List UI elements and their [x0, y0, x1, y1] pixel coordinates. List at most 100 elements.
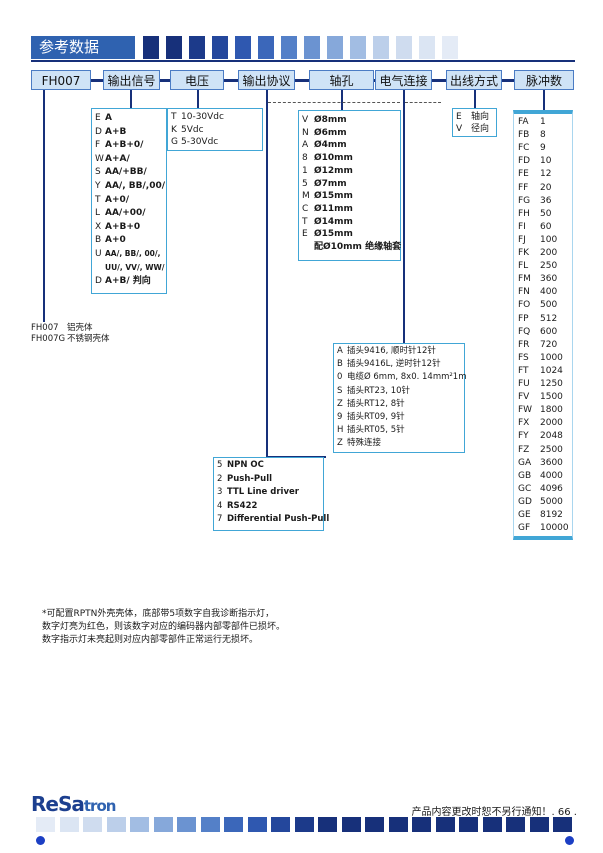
pulses-item: FT 1024 — [518, 365, 563, 377]
note-line-2: 数字灯亮为红色，则该数字对应的编码器内部零部件已损坏。 — [42, 622, 286, 632]
connector-voltage — [197, 90, 199, 108]
connection-desc: 电缆Ø 6mm, 8x0. 14mm²1m — [347, 372, 467, 383]
output_signal-desc: AA/+00/ — [105, 208, 146, 219]
code-link — [160, 79, 170, 82]
outlet-code: V — [456, 124, 463, 134]
output_signal-desc: A+A/ — [105, 153, 130, 164]
connection-desc: 特殊连接 — [347, 438, 382, 449]
pulses-code: FE — [518, 169, 529, 180]
pulses-code: GA — [518, 457, 532, 468]
output_signal-code: D — [95, 276, 102, 287]
outlet-desc: 径向 — [471, 124, 490, 134]
voltage-code: K — [171, 124, 177, 135]
shaft-code: N — [302, 127, 309, 138]
footer-square — [153, 817, 173, 832]
header-square — [235, 36, 251, 59]
output_signal-code: L — [95, 208, 101, 219]
housing-code: FH007G — [31, 334, 66, 344]
shaft-item: M Ø15mm — [302, 190, 353, 202]
pulses-desc: 100 — [540, 234, 558, 245]
pulses-desc: 1024 — [540, 365, 563, 376]
pulses-desc: 1800 — [540, 405, 563, 416]
header-square — [189, 36, 205, 59]
output_signal-code: U — [95, 249, 102, 259]
logo-text: tron — [83, 797, 117, 815]
output_signal-desc: A+B — [105, 126, 127, 137]
code-link — [91, 79, 103, 82]
footer-square — [177, 817, 196, 832]
outlet-item: V 径向 — [456, 123, 489, 135]
pulses-code: GF — [518, 523, 531, 534]
pulses-desc: 50 — [540, 208, 552, 219]
pulses-desc: 600 — [540, 326, 558, 337]
pulses-code: FJ — [518, 234, 526, 245]
header-square — [442, 36, 458, 59]
connector-connection — [403, 90, 405, 344]
pulses-code: FF — [518, 182, 529, 193]
pulses-item: FF 20 — [518, 182, 551, 194]
footer-square — [130, 817, 149, 832]
shaft-desc: Ø7mm — [314, 178, 347, 189]
header-square — [212, 36, 228, 59]
output_signal-desc: A+B+0 — [105, 221, 141, 232]
shaft-code: M — [302, 191, 310, 202]
output_signal-desc: A+0 — [105, 235, 126, 246]
protocol-code: 7 — [217, 514, 223, 524]
footer-square — [294, 817, 314, 832]
header-square — [258, 36, 274, 59]
pulses-desc: 2500 — [540, 444, 563, 455]
pulses-code: FQ — [518, 326, 531, 337]
code-link — [295, 79, 309, 82]
shaft-desc: Ø10mm — [314, 153, 353, 164]
pulses-desc: 5000 — [540, 496, 563, 507]
protocol-code: 3 — [217, 487, 223, 497]
connector-housing — [43, 90, 45, 323]
connector-signal — [130, 90, 132, 112]
footer-square — [106, 817, 126, 832]
pulses-desc: 512 — [540, 313, 558, 324]
voltage-code: G — [171, 137, 178, 147]
pulses-desc: 20 — [540, 182, 552, 193]
pulses-code: FT — [518, 365, 529, 376]
pulses-code: FB — [518, 130, 530, 141]
output_signal-code: T — [95, 194, 101, 205]
output_signal-code: F — [95, 140, 101, 151]
shaft-desc: Ø15mm — [314, 191, 353, 202]
footer-square — [529, 817, 549, 832]
shaft-item: 8 Ø10mm — [302, 152, 353, 164]
footer-square — [341, 817, 361, 832]
shaft-code: T — [302, 216, 308, 227]
pulses-code: FS — [518, 352, 529, 363]
voltage-desc: 10-30Vdc — [181, 112, 224, 122]
output_signal-code: D — [95, 126, 102, 137]
output_signal-code: Y — [95, 181, 101, 191]
shaft-code: E — [302, 229, 308, 240]
shaft-code: 8 — [302, 153, 308, 164]
footer-square — [365, 817, 384, 832]
shaft-desc: Ø12mm — [314, 165, 353, 176]
pulses-desc: 250 — [540, 261, 558, 272]
